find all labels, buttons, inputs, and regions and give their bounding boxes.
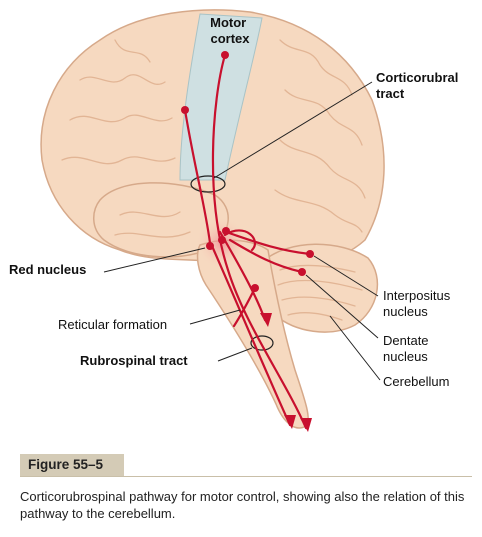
- labels: Motor cortex Corticorubral tract Red nuc…: [9, 15, 462, 389]
- interpositus-fiber-1: [224, 230, 312, 256]
- corticorubral-tract-ring: [190, 175, 226, 193]
- rubrospinal-fiber: [210, 244, 292, 427]
- interpositus-leader: [313, 255, 379, 297]
- motor-cortex-cell-body: [221, 51, 229, 59]
- interpositus-cell: [306, 250, 314, 258]
- cerebellum-leader: [329, 315, 381, 381]
- interpositus-fiber-2: [228, 238, 304, 274]
- corticospinal-fiber: [211, 53, 308, 430]
- corticorubral-leader: [213, 81, 373, 179]
- diagram-canvas: Motor cortex Corticorubral tract Red nuc…: [9, 9, 462, 432]
- interpositus-nucleus-label: Interpositus nucleus: [383, 288, 454, 319]
- motor-cortex-label: Motor cortex: [210, 15, 250, 46]
- dentate-cell: [298, 268, 306, 276]
- figure-number: Figure 55–5: [20, 454, 124, 476]
- gyri-lines: [61, 39, 366, 321]
- figure-divider: [20, 476, 472, 477]
- red-nucleus-cell-3: [222, 227, 230, 235]
- dentate-nucleus-label: Dentate nucleus: [383, 333, 432, 364]
- rubrospinal-leader: [217, 347, 253, 362]
- premotor-cell-body: [181, 106, 189, 114]
- pathways: [181, 51, 314, 432]
- rubrospinal-tract-label: Rubrospinal tract: [80, 353, 188, 368]
- dentate-feedback-fiber: [223, 229, 256, 252]
- arrowhead-rubrospinal: [284, 415, 296, 429]
- leader-lines: [103, 81, 381, 381]
- red-nucleus-cell-2: [218, 236, 226, 244]
- corticorubral-fiber: [183, 108, 212, 245]
- figure-caption: Corticorubrospinal pathway for motor con…: [20, 489, 465, 521]
- reticular-leader: [189, 309, 241, 325]
- dentate-leader: [305, 274, 379, 339]
- rubrospinal-tract-ring: [250, 335, 274, 351]
- red-nucleus-cell-1: [206, 242, 214, 250]
- motor-cortex-strip: [179, 13, 263, 181]
- red-nucleus-label: Red nucleus: [9, 262, 86, 277]
- reticular-cell: [251, 284, 259, 292]
- reticular-formation-label: Reticular formation: [58, 317, 167, 332]
- corticorubral-tract-label: Corticorubral tract: [376, 70, 462, 101]
- arrowhead-corticospinal: [300, 418, 312, 432]
- cerebellum-label: Cerebellum: [383, 374, 449, 389]
- red-nucleus-leader: [103, 247, 206, 273]
- arrowhead-reticular: [260, 313, 272, 327]
